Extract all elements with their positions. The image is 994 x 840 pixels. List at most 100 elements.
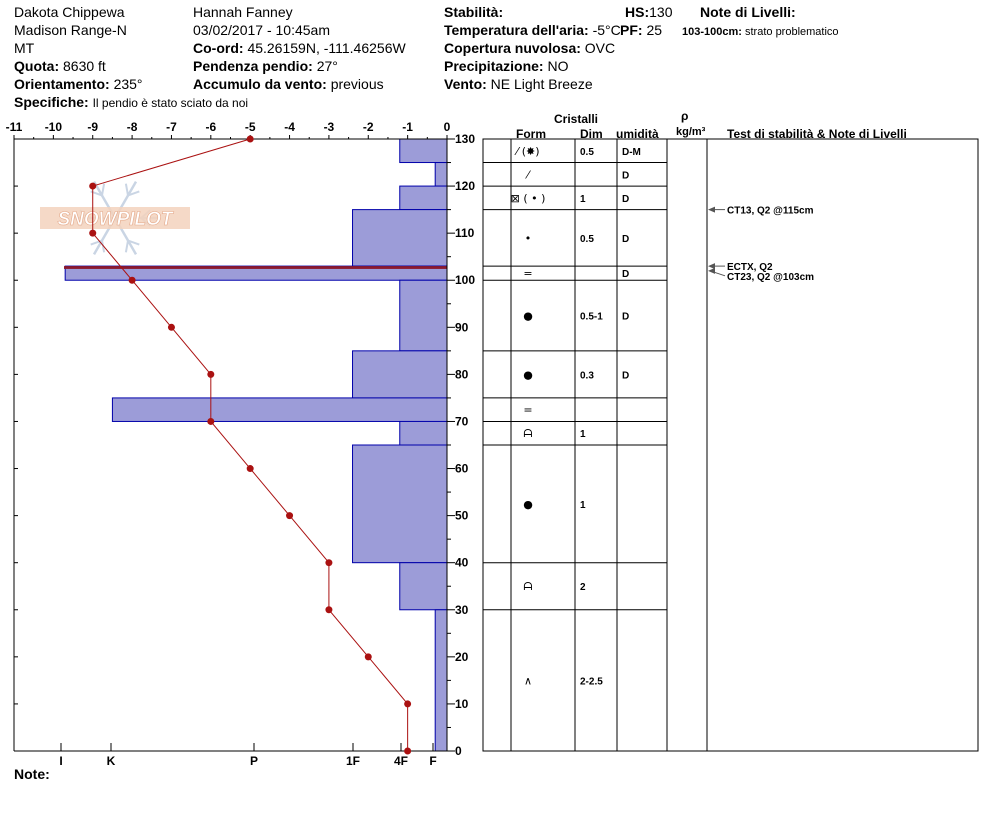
temperature-point [246, 135, 254, 143]
crystal-form-symbol: ⁄ [524, 168, 531, 181]
stability-test-label: ECTX, Q2 [727, 262, 773, 273]
hardness-bar [434, 609, 448, 752]
temperature-point [404, 747, 412, 755]
crystal-size: 1 [580, 194, 586, 205]
details-label: Specifiche: [14, 94, 89, 110]
crystal-form-symbol: ● [523, 368, 533, 381]
crystal-form-symbol: ⁄ (✸) [513, 145, 539, 158]
hs-value: 130 [649, 4, 673, 20]
hardness-bar [434, 162, 448, 187]
temp-tick-label: -11 [6, 120, 23, 134]
hardness-label: 4F [394, 754, 408, 768]
precip-label: Precipitazione: [444, 58, 544, 74]
height-tick-label: 60 [455, 462, 469, 476]
aspect-label: Orientamento: [14, 76, 110, 92]
layer-notes-label: Note di Livelli: [700, 4, 796, 20]
hardness-bar [352, 350, 448, 399]
hardness-label: F [429, 754, 436, 768]
height-tick-label: 20 [455, 650, 469, 664]
layer-moisture: D [622, 234, 629, 245]
hardness-label: I [59, 754, 62, 768]
crystal-size: 0.5 [580, 147, 594, 158]
location-state: MT [14, 40, 35, 56]
height-tick-label: 40 [455, 556, 469, 570]
crystal-form-symbol: ᗩ [523, 580, 532, 593]
temp-tick-label: -8 [127, 120, 138, 134]
height-tick-label: 30 [455, 603, 469, 617]
hardness-bar [399, 420, 448, 446]
temp-tick-label: -4 [284, 120, 295, 134]
temp-tick-label: -1 [402, 120, 413, 134]
author: Hannah Fanney [193, 4, 293, 20]
coord-label: Co-ord: [193, 40, 244, 56]
layer-moisture: D [622, 269, 629, 280]
form-header: Form [516, 127, 546, 141]
slope: Pendenza pendio: 27° [193, 58, 338, 74]
datetime: 03/02/2017 - 10:45am [193, 22, 330, 38]
temp-tick-label: -6 [205, 120, 216, 134]
tests-header: Test di stabilità & Note di Livelli [727, 127, 907, 141]
temperature-point [128, 276, 136, 284]
layer-moisture: D [622, 312, 629, 323]
temp-tick-label: 0 [444, 120, 451, 134]
wind-load-label: Accumulo da vento: [193, 76, 327, 92]
height-tick-label: 130 [455, 132, 475, 146]
air-temp-label: Temperatura dell'aria: [444, 22, 589, 38]
watermark-text: SNOWPILOT [57, 209, 173, 230]
pf-value: 25 [646, 22, 663, 38]
crystal-form-symbol: ● [523, 310, 533, 323]
temp-tick-label: -9 [87, 120, 98, 134]
height-tick-label: 120 [455, 179, 475, 193]
hardness-bar [399, 279, 448, 352]
foot-penetration: PF: 25 [620, 22, 663, 38]
crystal-size: 0.3 [580, 370, 594, 381]
coordinates: Co-ord: 45.26159N, -111.46256W [193, 40, 406, 56]
hardness-bar [399, 562, 448, 611]
crystal-form-symbol: = [523, 404, 532, 417]
hardness-bar [399, 185, 448, 211]
rho-header: ρ [681, 109, 689, 123]
details: Specifiche: Il pendio è stato sciato da … [14, 94, 248, 111]
height-tick-label: 110 [455, 226, 475, 240]
hs-label: HS: [625, 4, 650, 20]
temperature-point [404, 700, 412, 708]
height-tick-label: 10 [455, 697, 469, 711]
stability-test-label: CT13, Q2 @115cm [727, 206, 814, 217]
height-tick-label: 80 [455, 367, 469, 381]
moisture-header: umidità [616, 127, 659, 141]
snowpilot-watermark: SNOWPILOT [40, 181, 190, 255]
crystal-size: 1 [580, 500, 586, 511]
test-arrow-icon [708, 263, 715, 270]
crystal-form-symbol: • [525, 232, 532, 245]
air-temp-value: -5°C [592, 22, 621, 38]
layer-moisture: D-M [622, 147, 641, 158]
wind-value: NE Light Breeze [490, 76, 593, 92]
slope-value: 27° [316, 58, 338, 74]
height-tick-label: 0 [455, 744, 462, 758]
coord-value: 45.26159N, -111.46256W [247, 40, 406, 56]
size-header: Dim [580, 127, 603, 141]
test-arrow-icon [708, 206, 715, 213]
crystal-form-symbol: ᗩ [523, 427, 532, 440]
crystals-header: Cristalli [554, 112, 599, 126]
temp-tick-label: -10 [45, 120, 63, 134]
hardness-label: K [107, 754, 116, 768]
sky-cover: Copertura nuvolosa: OVC [444, 40, 615, 56]
hardness-bar [111, 397, 448, 422]
temperature-line [92, 138, 409, 751]
temperature-point [89, 182, 97, 190]
temp-tick-label: -5 [245, 120, 256, 134]
air-temp: Temperatura dell'aria: -5°C [444, 22, 621, 38]
observer-name: Dakota Chippewa [14, 4, 125, 20]
weak-layer-band [64, 266, 447, 269]
hardness-bar [352, 209, 448, 267]
temp-tick-label: -3 [324, 120, 335, 134]
height-tick-label: 100 [455, 273, 475, 287]
crystal-size: 0.5-1 [580, 312, 603, 323]
layer-moisture: D [622, 170, 629, 181]
temp-tick-label: -7 [166, 120, 177, 134]
hardness-bar [352, 444, 448, 564]
crystal-form-symbol: ⊠ ( • ) [511, 192, 546, 205]
layer-notes-text: strato problematico [745, 26, 839, 38]
